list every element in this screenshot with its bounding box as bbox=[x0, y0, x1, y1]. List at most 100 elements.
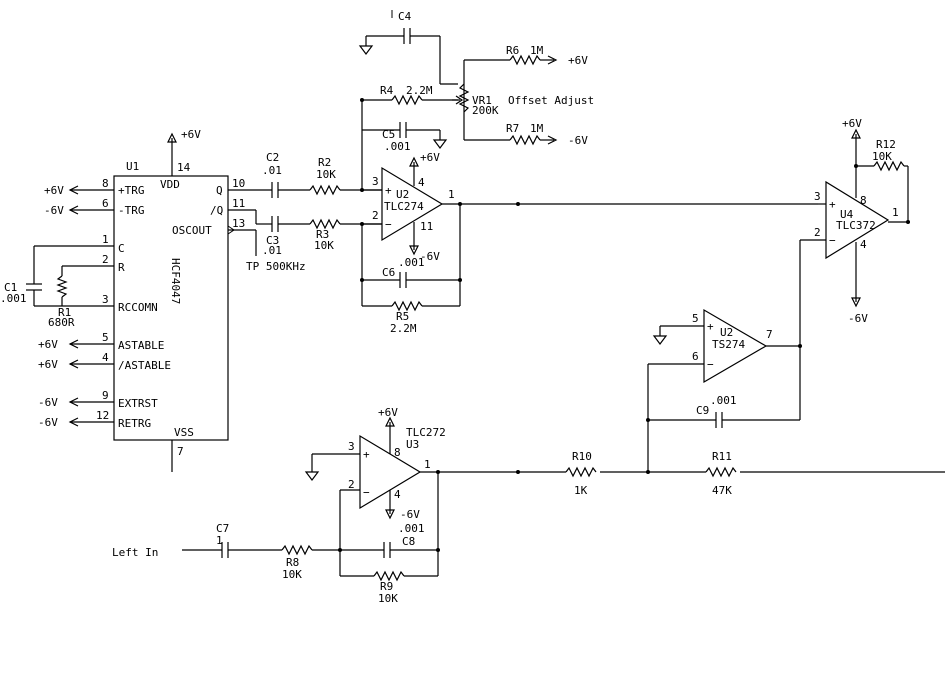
u3-pin-8: 8 bbox=[394, 446, 401, 459]
r12-ref: R12 bbox=[876, 138, 896, 151]
u1-pin9-supply: -6V bbox=[38, 396, 58, 409]
u3-vp-supply: +6V bbox=[378, 406, 398, 419]
u4-pin-3: 3 bbox=[814, 190, 821, 203]
r1-ref: R1 bbox=[58, 306, 71, 319]
r8-ref: R8 bbox=[286, 556, 299, 569]
u1-pin4-supply: +6V bbox=[38, 358, 58, 371]
c2-ref: C2 bbox=[266, 151, 279, 164]
u1-ic: U1 VDD VSS HCF4047 +6V 14 7 +6V 8 +TRG -… bbox=[34, 128, 245, 472]
u1-pin-3: 3 bbox=[102, 293, 109, 306]
c7-value: 1 bbox=[216, 534, 223, 547]
u1-pin8-supply: +6V bbox=[44, 184, 64, 197]
test-point-label: TP 500KHz bbox=[246, 260, 306, 273]
input-network: Left In C7 1 R8 10K bbox=[112, 522, 340, 581]
r5-value: 2.2M bbox=[390, 322, 417, 335]
u3-vn-supply: -6V bbox=[400, 508, 420, 521]
u1-pin12-label: RETRG bbox=[118, 417, 151, 430]
u1-pin-13: 13 bbox=[232, 217, 245, 230]
u2a-pin-4: 4 bbox=[418, 176, 425, 189]
input-label: Left In bbox=[112, 546, 158, 559]
c6-ref: C6 bbox=[382, 266, 395, 279]
svg-text:−: − bbox=[707, 358, 714, 371]
u2a-pin-11: 11 bbox=[420, 220, 433, 233]
u1-pin9-label: EXTRST bbox=[118, 397, 158, 410]
r10-ref: R10 bbox=[572, 450, 592, 463]
vr1-label: Offset Adjust bbox=[508, 94, 594, 107]
c4-ref: C4 bbox=[398, 10, 412, 23]
r6-supply: +6V bbox=[568, 54, 588, 67]
u1-pin-9: 9 bbox=[102, 389, 109, 402]
u1-pin-6: 6 bbox=[102, 197, 109, 210]
c5-ref: C5 bbox=[382, 128, 395, 141]
u1-pin-7: 7 bbox=[177, 445, 184, 458]
r9-value: 10K bbox=[378, 592, 398, 605]
r2-resistor: R2 10K bbox=[309, 156, 382, 196]
u2a-feedback-network: .001 C6 R5 2.2M bbox=[360, 202, 462, 335]
u3-opamp: + − 3 2 TLC272 U3 +6V 8 4 -6V 1 .001 C8 bbox=[304, 406, 945, 605]
c7-ref: C7 bbox=[216, 522, 229, 535]
r7-ref: R7 bbox=[506, 122, 519, 135]
u2b-pin-6: 6 bbox=[692, 350, 699, 363]
r12-value: 10K bbox=[872, 150, 892, 163]
u1-pin-1: 1 bbox=[102, 233, 109, 246]
u2a-pin-1: 1 bbox=[448, 188, 455, 201]
u1-pin-5: 5 bbox=[102, 331, 109, 344]
r10-value: 1K bbox=[574, 484, 588, 497]
r11-resistor: R11 47K bbox=[705, 450, 740, 497]
u1-pin1-label: C bbox=[118, 242, 125, 255]
r7-value: 1M bbox=[530, 122, 544, 135]
c8-value: .001 bbox=[398, 522, 425, 535]
u1-pin-14: 14 bbox=[177, 161, 191, 174]
svg-text:+: + bbox=[385, 184, 392, 197]
u3-pin-3: 3 bbox=[348, 440, 355, 453]
u2a-part: TLC274 bbox=[384, 200, 424, 213]
u2b-part: TS274 bbox=[712, 338, 745, 351]
u3-part: TLC272 bbox=[406, 426, 446, 439]
u4-pin-8: 8 bbox=[860, 194, 867, 207]
c9-ref: C9 bbox=[696, 404, 709, 417]
r11-value: 47K bbox=[712, 484, 732, 497]
u4-vp-supply: +6V bbox=[842, 117, 862, 130]
u1-pin-10: 10 bbox=[232, 177, 245, 190]
r7-supply: -6V bbox=[568, 134, 588, 147]
u1-oscout-label: OSCOUT bbox=[172, 224, 212, 237]
c2-value: .01 bbox=[262, 164, 282, 177]
u1-pin-2: 2 bbox=[102, 253, 109, 266]
r3-ref: R3 bbox=[316, 228, 329, 241]
c9-value: .001 bbox=[710, 394, 737, 407]
u4-pin-2: 2 bbox=[814, 226, 821, 239]
u1-vdd-supply: +6V bbox=[181, 128, 201, 141]
u1-vss-label: VSS bbox=[174, 426, 194, 439]
svg-text:−: − bbox=[363, 486, 370, 499]
c3-ref: C3 bbox=[266, 234, 279, 247]
r2-value: 10K bbox=[316, 168, 336, 181]
u1-pin4-label: /ASTABLE bbox=[118, 359, 171, 372]
u4-vn-supply: -6V bbox=[848, 312, 868, 325]
u3-pin-4: 4 bbox=[394, 488, 401, 501]
vr1-ref: VR1 bbox=[472, 94, 492, 107]
u2a-pin-2: 2 bbox=[372, 209, 379, 222]
u3-pin-1: 1 bbox=[424, 458, 431, 471]
u1-pin-11: 11 bbox=[232, 197, 245, 210]
u2a-pin-3: 3 bbox=[372, 175, 379, 188]
u2b-ref: U2 bbox=[720, 326, 733, 339]
u3-pin-2: 2 bbox=[348, 478, 355, 491]
u2a-vn-supply: -6V bbox=[420, 250, 440, 263]
r2-ref: R2 bbox=[318, 156, 331, 169]
c5-value: .001 bbox=[384, 140, 411, 153]
u1-pin12-supply: -6V bbox=[38, 416, 58, 429]
u1-ref: U1 bbox=[126, 160, 139, 173]
svg-text:−: − bbox=[385, 218, 392, 231]
u1-pin6-label: -TRG bbox=[118, 204, 145, 217]
c8-ref: C8 bbox=[402, 535, 415, 548]
u1-pin3-label: RCCOMN bbox=[118, 301, 158, 314]
svg-text:−: − bbox=[829, 234, 836, 247]
u1-pin2-label: R bbox=[118, 261, 125, 274]
c2-capacitor: C2 .01 bbox=[228, 151, 310, 198]
r8-value: 10K bbox=[282, 568, 302, 581]
c3-value: .01 bbox=[262, 244, 282, 257]
u1-pin5-label: ASTABLE bbox=[118, 339, 164, 352]
r5-ref: R5 bbox=[396, 310, 409, 323]
u1-pin6-supply: -6V bbox=[44, 204, 64, 217]
